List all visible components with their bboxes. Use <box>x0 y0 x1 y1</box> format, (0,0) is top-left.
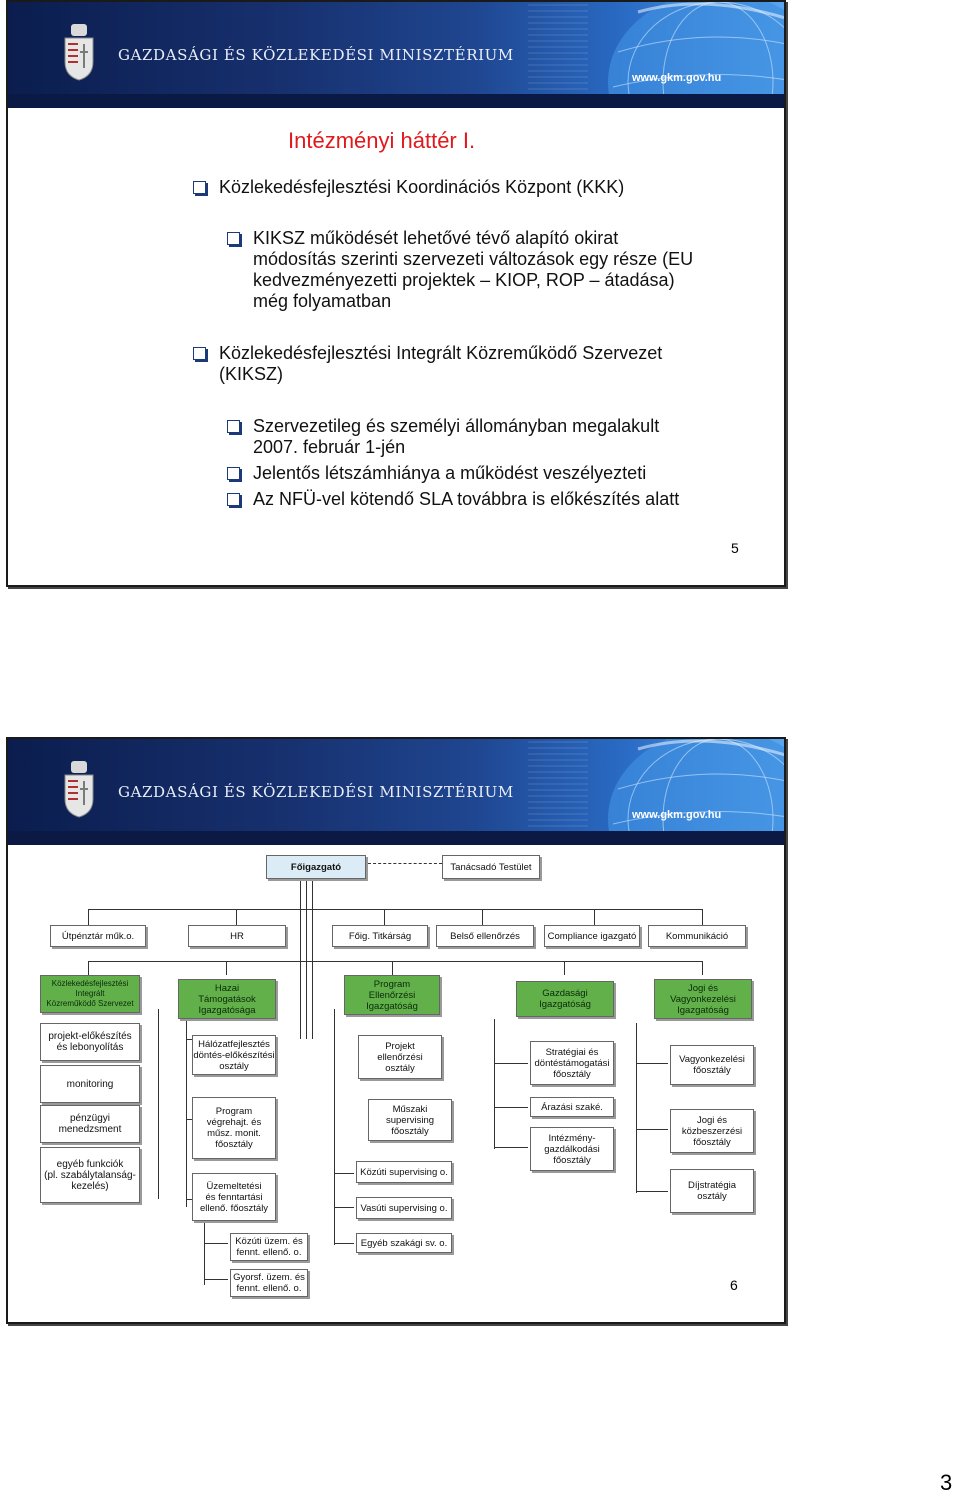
bullet-megalakult: Szervezetileg és személyi állományban me… <box>227 416 659 458</box>
website-url: www.gkm.gov.hu <box>632 809 722 821</box>
org-box-rail-supervising: Vasúti supervising o. <box>356 1197 452 1219</box>
bullet-letszamhiany: Jelentős létszámhiánya a működést veszél… <box>227 463 646 484</box>
org-box-pricing-expert: Árazási szaké. <box>530 1097 614 1117</box>
checkbox-bullet-icon <box>193 181 206 194</box>
bullet-kiksz: Közlekedésfejlesztési Integrált Közreműk… <box>193 343 662 385</box>
org-box-hr: HR <box>188 925 286 947</box>
slide-title: Intézményi háttér I. <box>288 128 476 153</box>
coat-of-arms-icon <box>64 24 94 81</box>
slide-page-number: 5 <box>731 540 739 556</box>
ministry-name: GAZDASÁGI ÉS KÖZLEKEDÉSI MINISZTÉRIUM <box>118 46 514 64</box>
org-box-other-supervising: Egyéb szakági sv. o. <box>356 1233 452 1253</box>
org-box-road-supervising: Közúti supervising o. <box>356 1161 452 1183</box>
slide-page-number: 6 <box>730 1277 738 1293</box>
checkbox-bullet-icon <box>193 347 206 360</box>
org-box-communication: Kommunikáció <box>648 925 746 947</box>
website-url: www.gkm.gov.hu <box>632 72 722 84</box>
advisory-connector <box>368 863 442 864</box>
slide-1: GAZDASÁGI ÉS KÖZLEKEDÉSI MINISZTÉRIUM ww… <box>6 0 786 587</box>
org-box-monitoring: monitoring <box>40 1065 140 1103</box>
bullet-kiksz-okirat: KIKSZ működését lehetővé tévő alapító ok… <box>227 228 693 312</box>
org-box-other-functions: egyéb funkciók(pl. szabálytalanság-kezel… <box>40 1147 140 1203</box>
header-banner: GAZDASÁGI ÉS KÖZLEKEDÉSI MINISZTÉRIUM ww… <box>8 739 784 845</box>
checkbox-bullet-icon <box>227 420 240 433</box>
globe-graphic <box>608 739 784 845</box>
ministry-name: GAZDASÁGI ÉS KÖZLEKEDÉSI MINISZTÉRIUM <box>118 783 514 801</box>
org-box-secretariat: Főig. Titkárság <box>332 925 428 947</box>
document-page-number: 3 <box>940 1470 953 1495</box>
org-box-toll-operation: Útpénztár műk.o. <box>50 925 146 947</box>
slide-2: GAZDASÁGI ÉS KÖZLEKEDÉSI MINISZTÉRIUM ww… <box>6 737 786 1324</box>
org-box-advisory-board: Tanácsadó Testület <box>442 855 540 879</box>
globe-graphic <box>608 2 784 108</box>
org-box-director: Főigazgató <box>266 855 366 879</box>
checkbox-bullet-icon <box>227 493 240 506</box>
bullet-sla: Az NFÜ-vel kötendő SLA továbbra is előké… <box>227 489 679 510</box>
coat-of-arms-icon <box>64 761 94 818</box>
org-box-compliance: Compliance igazgató <box>544 925 640 947</box>
checkbox-bullet-icon <box>227 467 240 480</box>
checkbox-bullet-icon <box>227 232 240 245</box>
org-box-internal-audit: Belső ellenőrzés <box>436 925 534 947</box>
header-banner: GAZDASÁGI ÉS KÖZLEKEDÉSI MINISZTÉRIUM ww… <box>8 2 784 108</box>
bullet-kkk: Közlekedésfejlesztési Koordinációs Közpo… <box>193 177 624 198</box>
